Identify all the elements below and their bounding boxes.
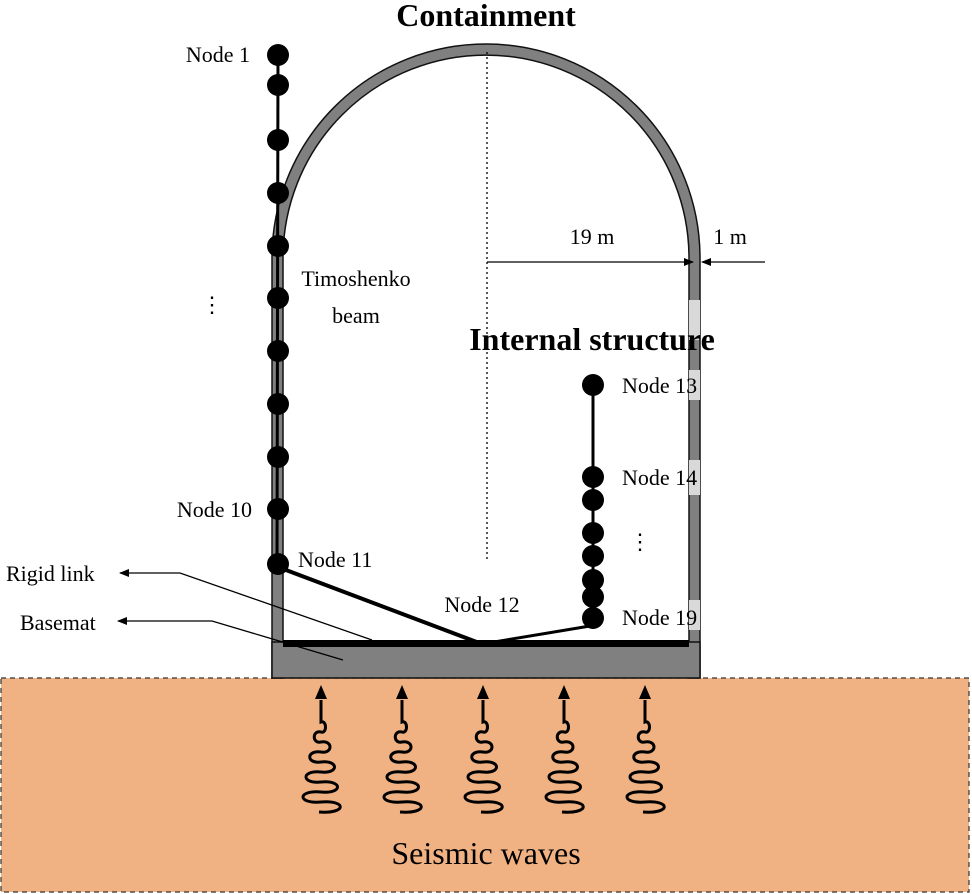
internal-node — [582, 466, 604, 488]
wall-highlight — [689, 300, 700, 340]
seismic-wave — [301, 700, 342, 814]
internal-node — [582, 522, 604, 544]
thickness-label: 1 m — [713, 224, 747, 249]
diagram-title: Containment — [396, 0, 576, 33]
containment-node — [267, 446, 289, 468]
ground-soil — [0, 677, 970, 893]
beam-label-line2: beam — [332, 303, 380, 328]
containment-node — [267, 182, 289, 204]
node-19-label: Node 19 — [622, 605, 697, 630]
rigid-link-label: Rigid link — [6, 561, 95, 586]
internal-node — [582, 607, 604, 629]
wall-highlight — [689, 600, 700, 630]
internal-nodes — [582, 374, 604, 629]
node-1-label: Node 1 — [186, 42, 250, 67]
internal-node — [582, 374, 604, 396]
node-13-label: Node 13 — [622, 373, 697, 398]
beam-label-line1: Timoshenko — [301, 266, 410, 291]
containment-ellipsis: ⋮ — [201, 292, 223, 317]
node-10-label: Node 10 — [177, 497, 252, 522]
internal-node — [582, 586, 604, 608]
seismic-wave-arrowhead — [558, 685, 570, 699]
containment-node — [267, 235, 289, 257]
rigid-link-11-12 — [277, 565, 483, 646]
seismic-wave-group — [301, 685, 666, 814]
node-11-label: Node 11 — [298, 547, 372, 572]
radius-label: 19 m — [570, 224, 615, 249]
wall-highlight — [689, 370, 700, 400]
containment-node — [267, 498, 289, 520]
basemat-pointer — [117, 617, 344, 661]
seismic-wave — [544, 700, 585, 814]
rigid-link-19-12 — [481, 624, 591, 646]
containment-node — [267, 129, 289, 151]
node-12-label: Node 12 — [444, 592, 519, 617]
basemat — [271, 641, 701, 679]
containment-wall — [271, 43, 701, 679]
seismic-wave — [382, 700, 423, 814]
containment-node — [267, 393, 289, 415]
containment-node — [267, 74, 289, 96]
seismic-wave-arrowhead — [315, 685, 327, 699]
containment-node — [267, 44, 289, 66]
internal-ellipsis: ⋮ — [629, 529, 651, 554]
containment-node — [267, 553, 289, 575]
internal-node — [582, 489, 604, 511]
internal-structure-title: Internal structure — [469, 321, 715, 357]
seismic-wave-arrowhead — [396, 685, 408, 699]
rigid-link-pointer — [119, 569, 373, 641]
seismic-wave — [463, 700, 504, 814]
containment-node — [267, 340, 289, 362]
node-14-label: Node 14 — [622, 465, 697, 490]
internal-node — [582, 545, 604, 567]
seismic-wave — [625, 700, 666, 814]
seismic-wave-arrowhead — [639, 685, 651, 699]
internal-node — [582, 569, 604, 591]
basemat-label: Basemat — [20, 610, 96, 635]
seismic-waves-label: Seismic waves — [391, 835, 580, 871]
wall-highlight — [689, 460, 700, 495]
containment-node — [267, 287, 289, 309]
seismic-wave-arrowhead — [477, 685, 489, 699]
containment-nodes — [267, 44, 289, 575]
